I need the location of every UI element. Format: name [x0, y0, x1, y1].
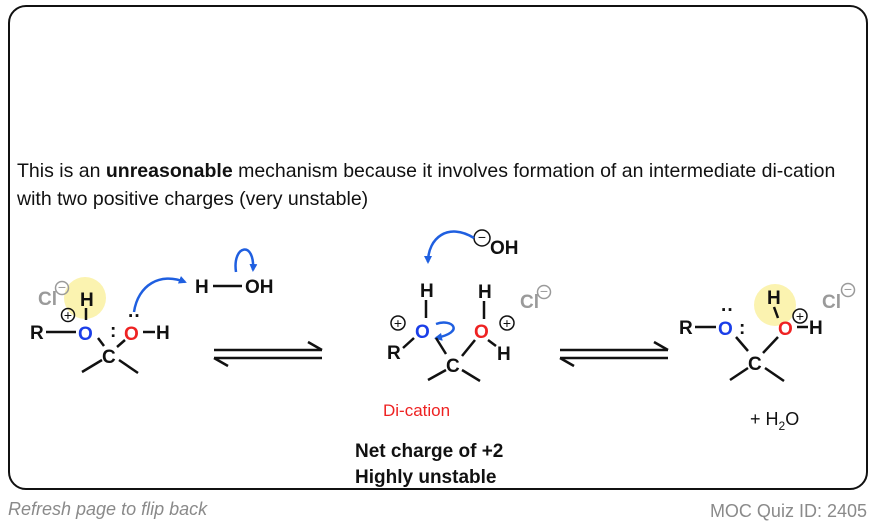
- svg-text:−: −: [478, 229, 486, 245]
- svg-text:H: H: [195, 277, 209, 298]
- middle-structure: − OH H + O R C O H + H Cl − Di-cation Ne…: [355, 229, 552, 488]
- chloride-label: Cl: [38, 289, 57, 310]
- explanation-text: This is an unreasonable mechanism becaus…: [17, 160, 836, 210]
- equilibrium-arrow-1: [213, 340, 323, 368]
- right-structure: R O ·· : C H O + H Cl − + H2O: [679, 281, 856, 433]
- svg-text:+: +: [796, 308, 804, 324]
- proton-label: H: [80, 290, 94, 311]
- svg-text::: :: [110, 321, 116, 342]
- plus-charge: [60, 307, 76, 323]
- water-byproduct: + H2O: [750, 409, 799, 433]
- svg-text:−: −: [58, 279, 66, 295]
- svg-text:C: C: [446, 356, 460, 377]
- refresh-hint[interactable]: Refresh page to flip back: [8, 499, 208, 519]
- svg-text:H: H: [497, 344, 511, 365]
- svg-text:H: H: [156, 323, 170, 344]
- highlight-circle: [754, 284, 796, 326]
- left-structure: Cl − H + R O C : O ·· H: [30, 276, 187, 375]
- equilibrium-arrow-2: [559, 340, 669, 368]
- svg-text:H: H: [767, 288, 781, 309]
- svg-text::: :: [739, 318, 745, 339]
- oxygen-red: O: [474, 322, 489, 343]
- svg-text:−: −: [540, 283, 548, 299]
- oxygen-blue: O: [415, 322, 430, 343]
- chloride-label: Cl: [822, 292, 841, 313]
- chloride-charge: [54, 280, 70, 296]
- quiz-card: [8, 5, 868, 490]
- water-molecule: H OH: [195, 248, 274, 298]
- hydroxide-arrow: [424, 230, 475, 264]
- oxygen-red: O: [778, 319, 793, 340]
- svg-text:C: C: [748, 354, 762, 375]
- dication-label: Di-cation: [383, 401, 450, 420]
- oxygen-red: O: [124, 324, 139, 345]
- hydroxide-label: OH: [490, 238, 519, 259]
- attack-arrow: [132, 276, 187, 313]
- svg-text:−: −: [844, 281, 852, 297]
- svg-text:H: H: [809, 318, 823, 339]
- emphasis-word: unreasonable: [105, 160, 233, 182]
- net-charge-line1: Net charge of +2: [355, 441, 503, 462]
- highlight-circle: [64, 277, 106, 319]
- oxygen-blue: O: [718, 319, 733, 340]
- net-charge-line2: Highly unstable: [355, 467, 496, 488]
- svg-text:+: +: [64, 307, 72, 323]
- water-arrow: [234, 248, 258, 273]
- svg-text:OH: OH: [245, 277, 274, 298]
- carbon-label: C: [102, 347, 116, 368]
- svg-text:H: H: [420, 281, 434, 302]
- svg-text:··: ··: [128, 306, 141, 327]
- svg-text:R: R: [387, 343, 401, 364]
- oxygen-blue: O: [78, 324, 93, 345]
- svg-text:H: H: [478, 282, 492, 303]
- r-group-label: R: [30, 323, 44, 344]
- svg-text:+: +: [394, 315, 402, 331]
- quiz-id: MOC Quiz ID: 2405: [709, 501, 867, 521]
- svg-text:R: R: [679, 318, 693, 339]
- svg-text:+: +: [503, 315, 511, 331]
- svg-text:··: ··: [721, 300, 734, 321]
- chloride-label: Cl: [520, 292, 539, 313]
- cleavage-arrow: [434, 321, 455, 341]
